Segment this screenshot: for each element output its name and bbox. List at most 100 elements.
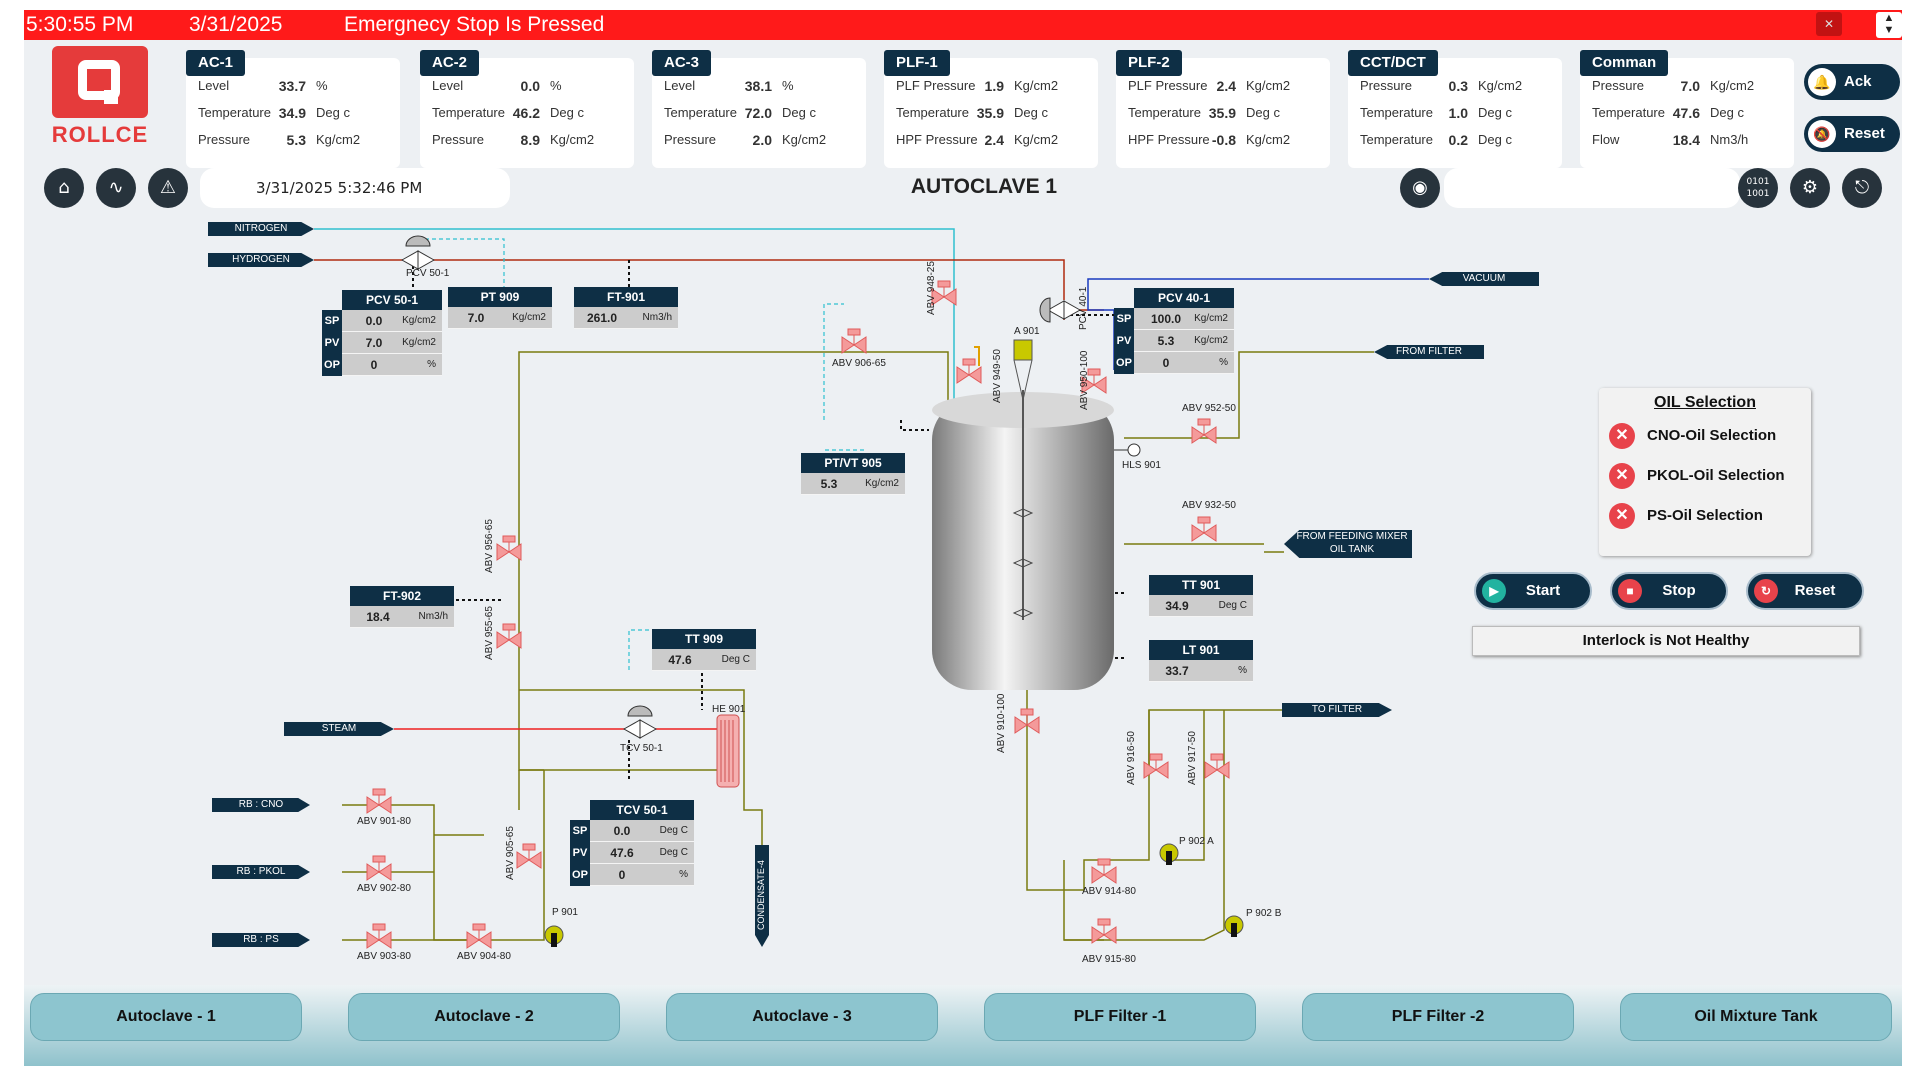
tag-abv956-65: ABV 956-65 — [484, 519, 495, 573]
card-title: PLF-1 — [884, 50, 950, 76]
row-value: 46.2 — [512, 105, 540, 121]
row-value: 38.1 — [744, 78, 772, 94]
oil-selection-panel: OIL Selection ✕CNO-Oil Selection ✕PKOL-O… — [1599, 388, 1811, 556]
tag-p902a: P 902 A — [1179, 836, 1214, 847]
condensate-pipe — [755, 845, 769, 935]
hydrogen-flag: HYDROGEN — [208, 253, 314, 267]
bottom-nav: Autoclave - 1 Autoclave - 2 Autoclave - … — [24, 985, 1902, 1066]
tag-abv902-80: ABV 902-80 — [357, 883, 411, 894]
row-unit: Kg/cm2 — [1478, 78, 1523, 93]
close-circle-icon: ✕ — [1609, 423, 1635, 450]
row-unit: Deg c — [782, 105, 816, 120]
row-label: HPF Pressure — [1128, 132, 1210, 147]
cno-oil-option[interactable]: ✕CNO-Oil Selection — [1609, 422, 1776, 450]
tag-abv906-65: ABV 906-65 — [832, 358, 886, 369]
rb-pkol-flag: RB : PKOL — [212, 865, 310, 879]
card-title: AC-2 — [420, 50, 480, 76]
reset-alarm-button[interactable]: 🔕Reset — [1804, 116, 1900, 152]
row-value: 5.3 — [286, 132, 306, 148]
row-label: Temperature — [198, 105, 271, 120]
nav-autoclave-1[interactable]: Autoclave - 1 — [30, 993, 302, 1041]
row-label: HPF Pressure — [896, 132, 978, 147]
close-circle-icon: ✕ — [1609, 503, 1635, 530]
tag-pcv401: PCV 40-1 — [1078, 286, 1089, 330]
row-label: Pressure — [664, 132, 717, 147]
alarm-date: 3/31/2025 — [189, 13, 283, 36]
ps-oil-option[interactable]: ✕PS-Oil Selection — [1609, 502, 1763, 530]
datetime-display: 3/31/2025 5:32:46 PM — [200, 168, 510, 208]
row-unit: Deg c — [550, 105, 584, 120]
nav-autoclave-2[interactable]: Autoclave - 2 — [348, 993, 620, 1041]
alarm-bar: 5:30:55 PM 3/31/2025 Emergnecy Stop Is P… — [24, 10, 1902, 40]
row-unit: Kg/cm2 — [316, 132, 361, 147]
scroll-arrows-icon[interactable]: ▲▼ — [1876, 12, 1902, 38]
stop-icon: ■ — [1618, 579, 1642, 603]
vacuum-flag: VACUUM — [1429, 272, 1539, 286]
from-feeding-flag: FROM FEEDING MIXER OIL TANK — [1284, 530, 1412, 558]
row-unit: % — [782, 78, 794, 93]
home-icon[interactable]: ⌂ — [44, 168, 84, 208]
row-label: PLF Pressure — [896, 78, 976, 93]
logo-mark — [52, 46, 148, 118]
row-value: 2.0 — [752, 132, 772, 148]
condensate-label: CONDENSATE-4 — [756, 860, 766, 930]
row-label: Level — [198, 78, 230, 93]
row-value: 47.6 — [1672, 105, 1700, 121]
row-value: 35.9 — [976, 105, 1004, 121]
lt901-faceplate[interactable]: LT 901 33.7% — [1149, 640, 1253, 682]
nav-plf-filter-1[interactable]: PLF Filter -1 — [984, 993, 1256, 1041]
control-valve-pcv401 — [1039, 297, 1082, 323]
nav-plf-filter-2[interactable]: PLF Filter -2 — [1302, 993, 1574, 1041]
trend-icon[interactable]: ∿ — [96, 168, 136, 208]
alarm-icon[interactable]: ⚠ — [148, 168, 188, 208]
row-unit: Kg/cm2 — [1246, 78, 1291, 93]
nav-oil-mixture-tank[interactable]: Oil Mixture Tank — [1620, 993, 1892, 1041]
row-unit: Kg/cm2 — [1246, 132, 1291, 147]
close-alarm-icon[interactable]: ✕ — [1816, 12, 1842, 36]
from-filter-flag: FROM FILTER — [1374, 345, 1484, 359]
tag-abv914-80: ABV 914-80 — [1082, 886, 1136, 897]
tag-abv917-50: ABV 917-50 — [1187, 731, 1198, 785]
row-value: 0.3 — [1448, 78, 1468, 94]
stop-button[interactable]: ■Stop — [1610, 572, 1728, 610]
row-value: 1.9 — [984, 78, 1004, 94]
gear-icon[interactable]: ⚙ — [1790, 168, 1830, 208]
tag-abv948-25: ABV 948-25 — [926, 261, 937, 315]
binary-icon[interactable]: 0101 1001 — [1738, 168, 1778, 208]
reset-button[interactable]: ↻Reset — [1746, 572, 1864, 610]
close-circle-icon: ✕ — [1609, 463, 1635, 490]
start-button[interactable]: ▶Start — [1474, 572, 1592, 610]
card-title: Comman — [1580, 50, 1669, 76]
ack-button[interactable]: 🔔Ack — [1804, 64, 1900, 100]
card-row: Temperature 46.2 Deg c — [432, 105, 628, 125]
row-label: Level — [432, 78, 464, 93]
logout-icon[interactable]: ⎋ — [1842, 168, 1882, 208]
tag-abv910-100: ABV 910-100 — [996, 693, 1007, 754]
tag-abv903-80: ABV 903-80 — [357, 951, 411, 962]
pkol-oil-option[interactable]: ✕PKOL-Oil Selection — [1609, 462, 1785, 490]
row-label: Temperature — [432, 105, 505, 120]
tag-abv901-80: ABV 901-80 — [357, 816, 411, 827]
card-title: AC-1 — [186, 50, 246, 76]
pid-diagram — [314, 228, 1429, 949]
nav-autoclave-3[interactable]: Autoclave - 3 — [666, 993, 938, 1041]
row-value: 7.0 — [1680, 78, 1700, 94]
user-icon[interactable]: ◉ — [1400, 168, 1440, 208]
